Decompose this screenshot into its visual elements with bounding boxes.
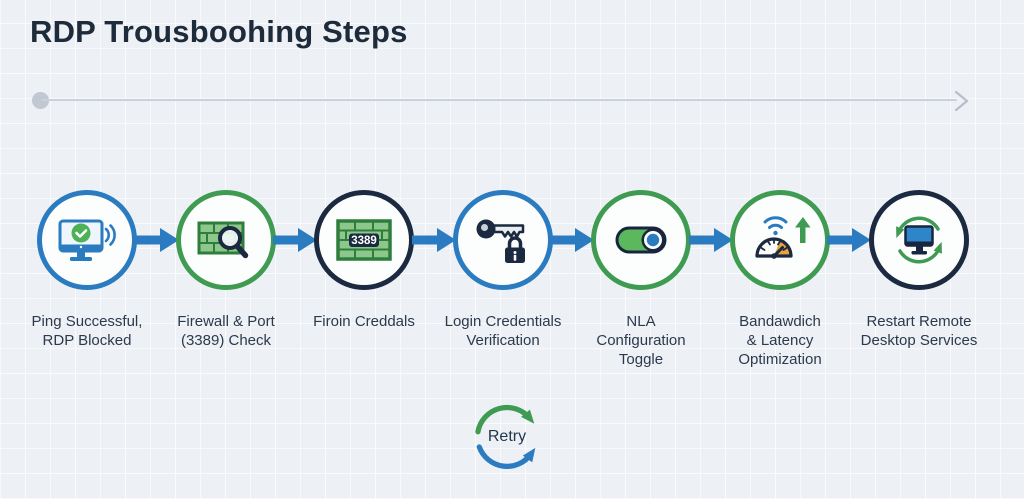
- monitor-check-signal-icon: [58, 219, 116, 261]
- firewall-port-icon: 3389: [336, 219, 392, 261]
- retry-arrows-icon: [475, 404, 536, 469]
- step-label-bandwidth-latency: Bandawdich & Latency Optimization: [738, 313, 822, 369]
- retry-label: Retry: [487, 428, 527, 445]
- step-circle-firewall-port-check: [176, 190, 276, 290]
- step-label-login-credentials: Login Credentials Verification: [444, 313, 562, 350]
- step-circle-ping-successful: [37, 190, 137, 290]
- step-label-nla-configuration: NLA Configuration Toggle: [596, 313, 686, 369]
- step-circle-bandwidth-latency: [730, 190, 830, 290]
- flow-arrow-icon: [550, 228, 594, 252]
- toggle-on-icon: [615, 226, 667, 254]
- step-label-firoin-creddals: Firoin Creddals: [313, 313, 415, 330]
- timeline-start-dot: [32, 92, 49, 109]
- key-lock-icon: [476, 219, 525, 263]
- retry-indicator: Retry: [467, 394, 547, 480]
- step-label-ping-successful: Ping Successful, RDP Blocked: [31, 313, 143, 350]
- step-circle-restart-services: [869, 190, 969, 290]
- port-number-label: 3389: [351, 235, 377, 247]
- step-label-restart-services: Restart Remote Desktop Services: [860, 313, 978, 350]
- page-title: RDP Trousboohing Steps: [30, 14, 408, 49]
- flow-arrow-icon: [412, 228, 456, 252]
- firewall-magnifier-icon: [197, 221, 249, 259]
- bandwidth-gauge-icon: [755, 216, 811, 259]
- flow-arrow-icon: [827, 228, 871, 252]
- step-circle-login-credentials: [453, 190, 553, 290]
- timeline-line: [41, 99, 957, 101]
- flow-arrow-icon: [135, 228, 179, 252]
- step-circle-nla-configuration: [591, 190, 691, 290]
- monitor-refresh-icon: [896, 216, 942, 264]
- timeline-arrow-icon: [954, 90, 969, 112]
- flow-arrow-icon: [689, 228, 733, 252]
- flow-arrow-icon: [273, 228, 317, 252]
- step-label-firewall-port: Firewall & Port (3389) Check: [177, 313, 275, 350]
- step-circle-firoin-creddals: 3389: [314, 190, 414, 290]
